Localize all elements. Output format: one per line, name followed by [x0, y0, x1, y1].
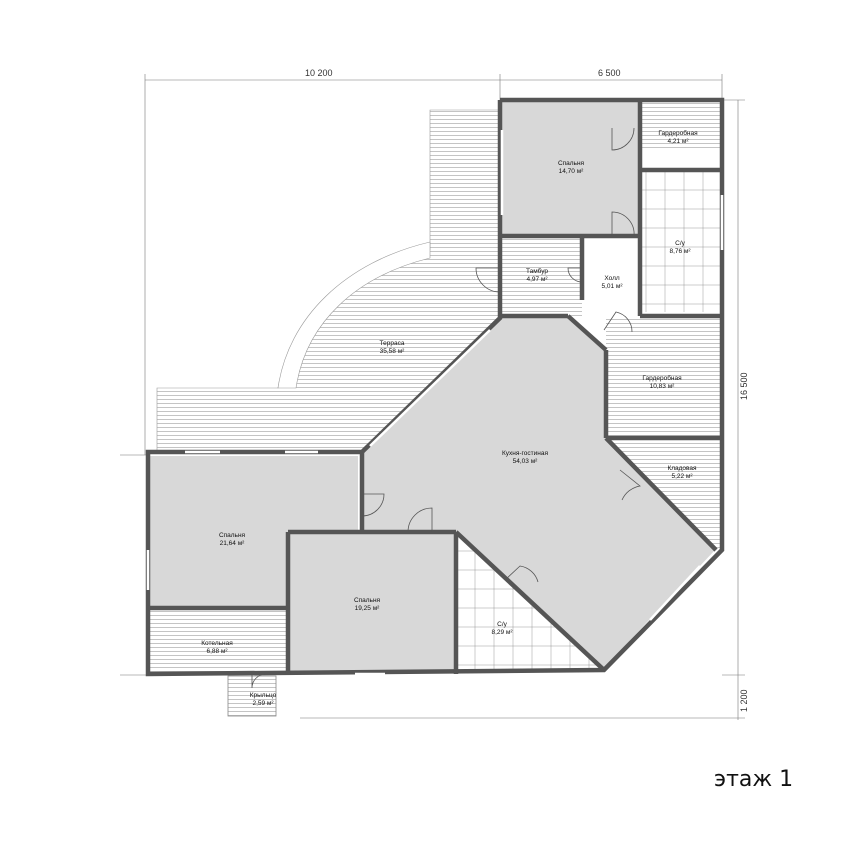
- boiler-room-floor: [150, 610, 286, 672]
- dimension-right-small: 1 200: [739, 689, 749, 712]
- dimension-right-main: 16 500: [739, 372, 749, 400]
- label-bedroom-top-name: Спальня: [558, 160, 585, 167]
- vestibule-floor: [502, 236, 582, 316]
- label-kitchen-living-name: Кухня-гостиная: [502, 450, 548, 457]
- label-vestibule-area: 4,97 м²: [526, 276, 548, 283]
- label-wardrobe-right-area: 10,83 м²: [650, 383, 676, 390]
- dimension-lines: [120, 74, 745, 720]
- label-bedroom-center-name: Спальня: [354, 597, 381, 604]
- wardrobe-right-floor: [606, 316, 720, 438]
- label-bathroom-bottom-area: 8,29 м²: [491, 629, 513, 636]
- bedroom-center-floor: [288, 532, 454, 672]
- label-bathroom-bottom-name: С/у: [497, 621, 508, 628]
- terrace-deck: [156, 109, 501, 453]
- label-bedroom-center-area: 19,25 м²: [355, 605, 381, 612]
- label-bedroom-left-name: Спальня: [219, 532, 246, 539]
- label-kitchen-living-area: 54,03 м²: [513, 458, 539, 465]
- label-bathroom-right-area: 8,76 м²: [669, 248, 691, 255]
- label-hall-name: Холл: [604, 275, 620, 282]
- label-hall-area: 5,01 м²: [601, 283, 623, 290]
- label-terrace-area: 35,58 м²: [380, 348, 406, 355]
- bedroom-top-floor: [502, 102, 640, 234]
- label-pantry-area: 5,22 м²: [671, 473, 693, 480]
- bathroom-right-floor: [642, 170, 720, 312]
- label-pantry-name: Кладовая: [667, 465, 697, 472]
- label-wardrobe-top-area: 4,21 м²: [667, 138, 689, 145]
- room-floors: [150, 102, 720, 717]
- label-bedroom-left-area: 21,64 м²: [220, 540, 246, 547]
- floor-title: этаж 1: [714, 767, 793, 792]
- label-porch-name: Крыльцо: [250, 692, 277, 699]
- label-wardrobe-top-name: Гардеробная: [658, 129, 698, 137]
- windows: [146, 130, 724, 676]
- label-bathroom-right-name: С/у: [675, 240, 686, 247]
- label-porch-area: 2,59 м²: [252, 700, 274, 707]
- label-bedroom-top-area: 14,70 м²: [559, 168, 585, 175]
- label-terrace-name: Терраса: [380, 340, 405, 347]
- wardrobe-top-floor: [642, 102, 720, 150]
- doors: [251, 127, 641, 689]
- label-vestibule-name: Тамбур: [526, 267, 548, 275]
- room-labels: Спальня 14,70 м² Гардеробная 4,21 м² С/у…: [201, 129, 698, 707]
- label-wardrobe-right-name: Гардеробная: [642, 374, 682, 382]
- label-boiler-room-name: Котельная: [201, 640, 233, 647]
- kitchen-living-floor: [362, 318, 715, 668]
- dimension-top-left: 10 200: [305, 68, 333, 78]
- dimension-top-right: 6 500: [598, 68, 621, 78]
- hall-floor: [584, 236, 640, 312]
- label-boiler-room-area: 6,88 м²: [206, 648, 228, 655]
